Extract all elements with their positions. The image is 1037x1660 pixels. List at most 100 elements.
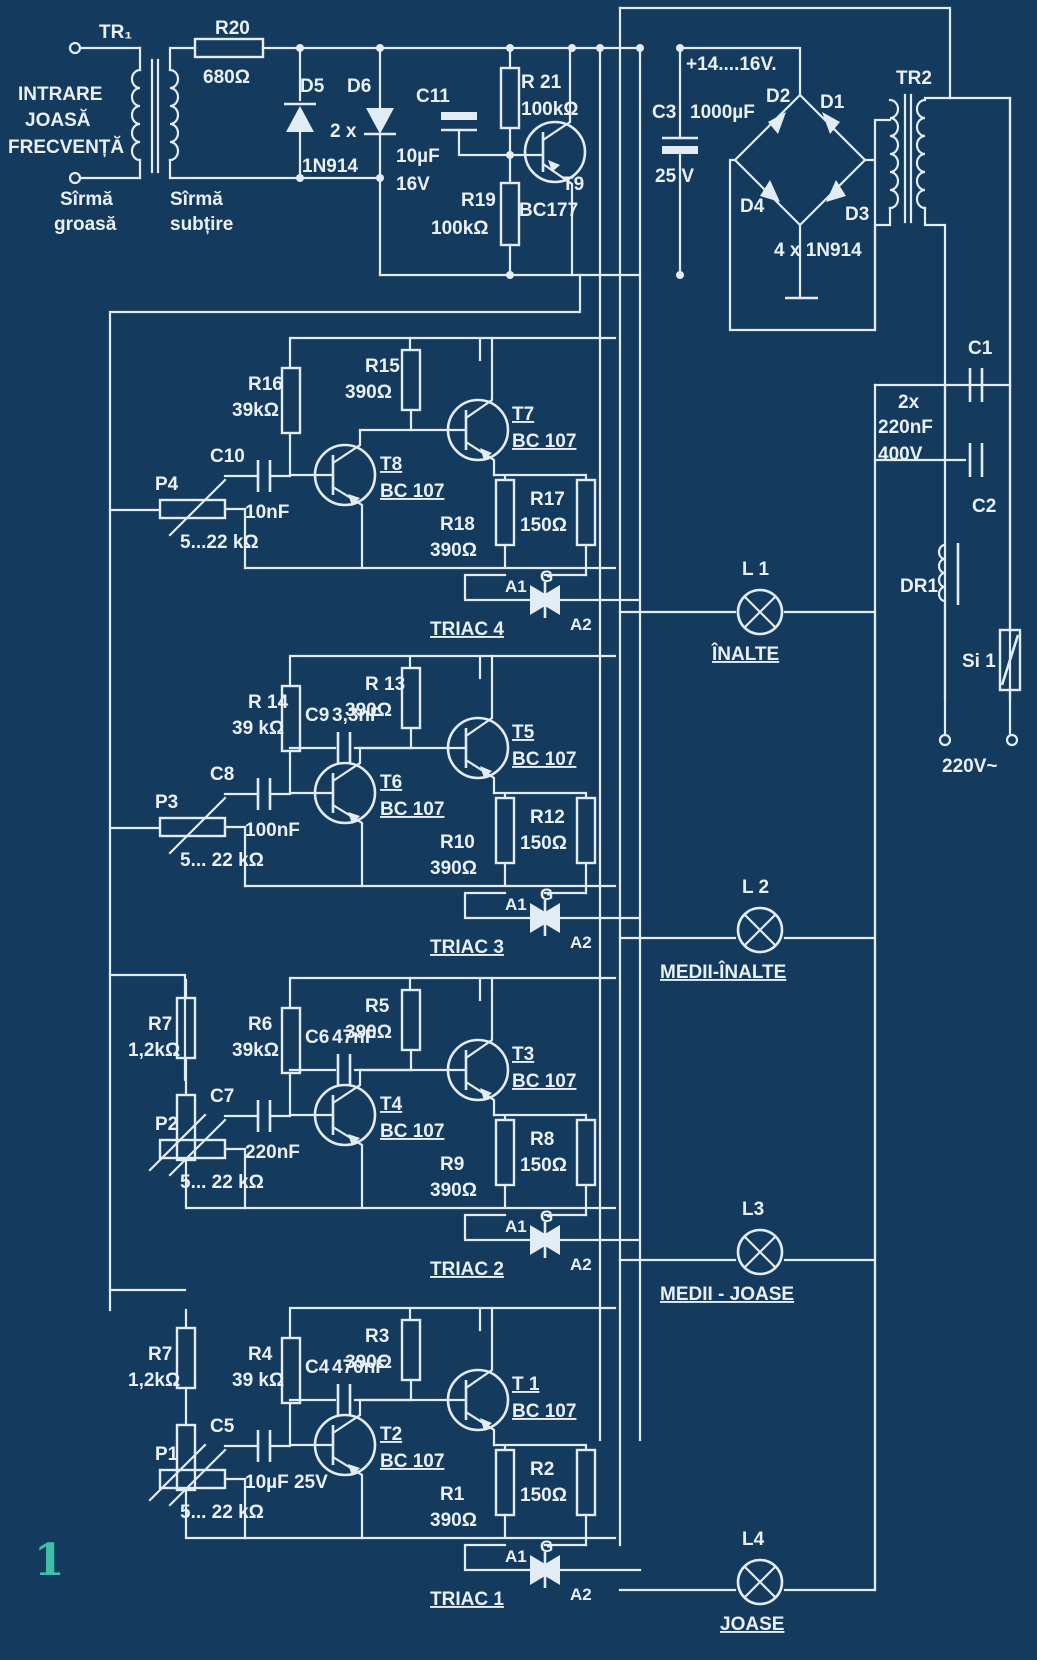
band-label: MEDII-ÎNALTE: [660, 961, 786, 983]
resistor-r20: [193, 37, 265, 59]
channel-rail: [288, 976, 617, 1010]
collector-resistor-value: 390Ω: [345, 382, 392, 403]
resistor-emitter: [494, 1118, 516, 1187]
input-transistor-name: T8: [380, 454, 402, 475]
lamp-cross: [743, 1235, 777, 1269]
input-cap-value: 10nF: [245, 502, 289, 523]
triac-symbol-b: [535, 903, 560, 933]
capacitor-c11: [441, 112, 512, 157]
triac-pin-g: G: [540, 1537, 553, 1556]
channel-4: [148, 1306, 784, 1606]
lamp-name: L 2: [742, 877, 769, 898]
capacitors-c1-c2: [873, 368, 1012, 1592]
caps-count: 2x: [898, 392, 920, 413]
r7-value: 1,2kΩ: [128, 1040, 180, 1061]
input-terminal-bottom: [68, 171, 82, 185]
transistor-output-arrow: [480, 766, 492, 778]
lamp-cross: [743, 913, 777, 947]
feedback-cap-name: C4: [305, 1357, 330, 1378]
figure-number: 1: [34, 1535, 65, 1586]
bias-resistor-name: R4: [248, 1344, 273, 1365]
bias-resistor-name: R16: [248, 374, 283, 395]
bias-resistor-value: 39kΩ: [232, 400, 279, 421]
feedback-cap-value: 3,3nF: [332, 705, 382, 726]
mains-terminal-right: [1005, 733, 1019, 747]
lamp-name: L 1: [742, 559, 770, 580]
bridge-type: 4 x 1N914: [774, 240, 862, 261]
input-transistor-name: T6: [380, 772, 402, 793]
triac-pin-a2: A2: [570, 1585, 592, 1604]
lamp: [736, 588, 784, 636]
r19-value: 100kΩ: [431, 218, 489, 239]
input-transistor-name: T4: [380, 1094, 403, 1115]
resistor-gate: [575, 478, 597, 547]
lamp-cross: [743, 595, 777, 629]
gate-resistor-value: 150Ω: [520, 515, 567, 536]
lamp-name: L3: [742, 1199, 764, 1220]
bias-resistor-value: 39 kΩ: [232, 1370, 284, 1391]
diode-bridge: [678, 46, 877, 332]
transistor-output-arrow: [480, 448, 492, 460]
diode-d6: [364, 46, 396, 277]
d1-label: D1: [820, 92, 845, 113]
caps-value: 220nF: [878, 417, 933, 438]
output-transistor-type: BC 107: [512, 1401, 576, 1422]
gate-resistor-name: R2: [530, 1459, 554, 1480]
potentiometer-value: 5... 22 kΩ: [180, 1172, 264, 1193]
channel-rail: [288, 336, 617, 370]
triac-name: TRIAC 3: [430, 937, 504, 958]
supply-voltage: +14....16V.: [686, 54, 777, 75]
r7-name: R7: [148, 1014, 172, 1035]
channel-1: [158, 336, 784, 636]
input-cap-value: 220nF: [245, 1142, 300, 1163]
transistor-output-leads: [409, 654, 496, 795]
potentiometer-wiper: [168, 1118, 247, 1210]
input-transistor-type: BC 107: [380, 1121, 444, 1142]
t9-type: BC177: [519, 200, 578, 221]
feedback-cap-value: 47nF: [332, 1027, 376, 1048]
triac-wires: [463, 573, 642, 602]
potentiometer-wiper: [168, 1448, 247, 1540]
bias-resistor-value: 39 kΩ: [232, 718, 284, 739]
mains-label: 220V~: [942, 756, 997, 777]
triac-wires: [463, 1213, 642, 1242]
input-title-3: FRECVENȚĂ: [8, 136, 124, 158]
input-transistor-type: BC 107: [380, 799, 444, 820]
triac-wires: [463, 1543, 642, 1572]
input-stage: [68, 37, 642, 279]
resistor-gate: [575, 1448, 597, 1517]
diodes-count: 2 x: [330, 121, 357, 142]
lamp: [736, 1228, 784, 1276]
input-cap-name: C7: [210, 1086, 234, 1107]
channel-2: [158, 654, 784, 954]
r20-value: 680Ω: [203, 67, 250, 88]
c11-value: 10µF: [396, 146, 440, 167]
input-title-2: JOASĂ: [25, 109, 91, 131]
transistor-output-leads: [409, 336, 496, 477]
potentiometer-name: P4: [155, 474, 179, 495]
input-cap-name: C8: [210, 764, 234, 785]
resistor-bias: [280, 366, 302, 435]
resistor-bias: [280, 1006, 302, 1075]
transistor-t9: [508, 46, 587, 277]
caps-voltage: 400V: [878, 444, 923, 465]
lamp-cross: [743, 1565, 777, 1599]
triac-wires: [463, 891, 642, 920]
output-transistor-name: T5: [512, 722, 535, 743]
d4-label: D4: [740, 196, 765, 217]
r21-name: R 21: [521, 72, 562, 93]
input-terminal-top: [68, 41, 82, 55]
bias-resistor-name: R6: [248, 1014, 272, 1035]
input-cap-value: 10µF 25V: [245, 1472, 328, 1493]
input-transistor-type: BC 107: [380, 1451, 444, 1472]
capacitor-c3: [662, 46, 698, 277]
emitter-resistor-value: 390Ω: [430, 858, 477, 879]
potentiometer-value: 5... 22 kΩ: [180, 1502, 264, 1523]
feedback-cap-name: C9: [305, 705, 329, 726]
gate-resistor-name: R8: [530, 1129, 554, 1150]
transistor-output-arrow: [480, 1418, 492, 1430]
collector-resistor-name: R15: [365, 356, 400, 377]
triac-pin-g: G: [540, 1207, 553, 1226]
potentiometer-wiper: [168, 478, 247, 570]
input-title-1: INTRARE: [18, 84, 102, 105]
